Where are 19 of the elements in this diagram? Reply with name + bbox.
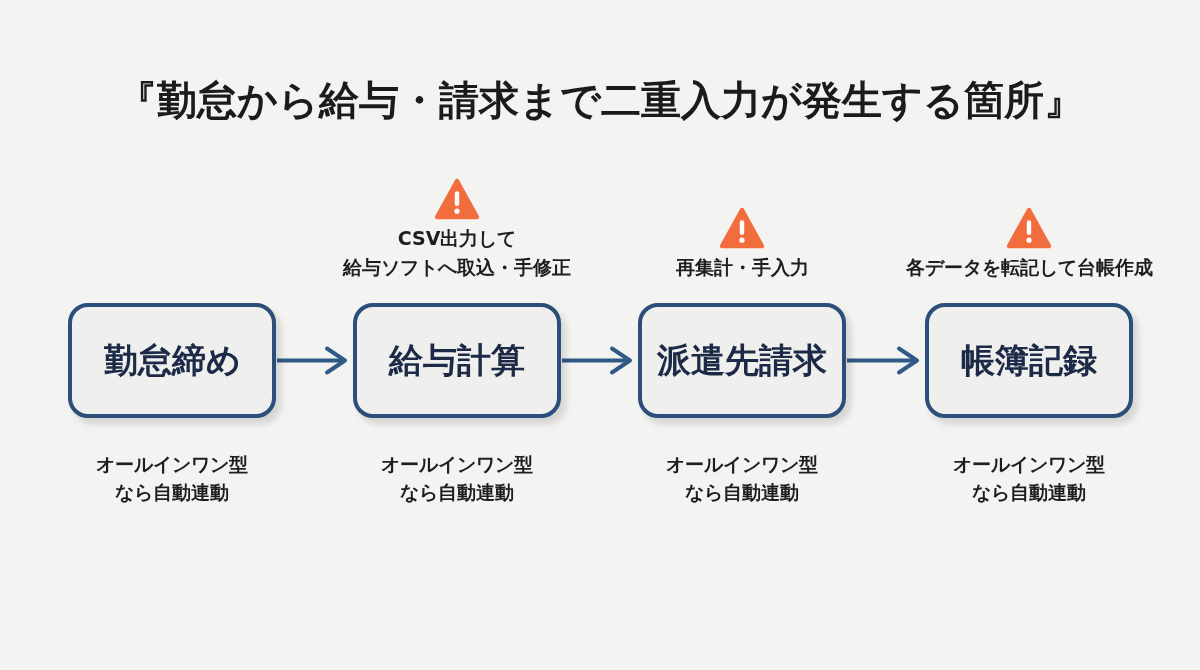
step-label: 帳簿記録: [961, 340, 1097, 381]
process-box: [353, 303, 561, 418]
process-box: [638, 303, 846, 418]
warning-note: 再集計・手入力: [675, 254, 809, 280]
arrow: [277, 346, 347, 375]
process-box: [925, 303, 1133, 418]
warning-note: CSV出力して給与ソフトへ取込・手修正: [341, 226, 572, 280]
step-label: 給与計算: [389, 340, 525, 381]
note-text: オールインワン型なら自動連動: [95, 452, 249, 505]
arrow: [847, 346, 919, 375]
note-text: オールインワン型なら自動連動: [380, 452, 534, 505]
warning-note: 各データを転記して台帳作成: [905, 254, 1153, 280]
step-label: 派遣先請求: [657, 340, 827, 381]
step-label: 勤怠締め: [103, 340, 241, 381]
process-box: [68, 303, 276, 418]
title: 『勤怠から給与・請求まで二重入力が発生する箇所』: [116, 76, 1084, 124]
note-text: オールインワン型なら自動連動: [665, 452, 819, 505]
note-text: オールインワン型なら自動連動: [952, 452, 1106, 505]
arrow: [562, 346, 632, 375]
